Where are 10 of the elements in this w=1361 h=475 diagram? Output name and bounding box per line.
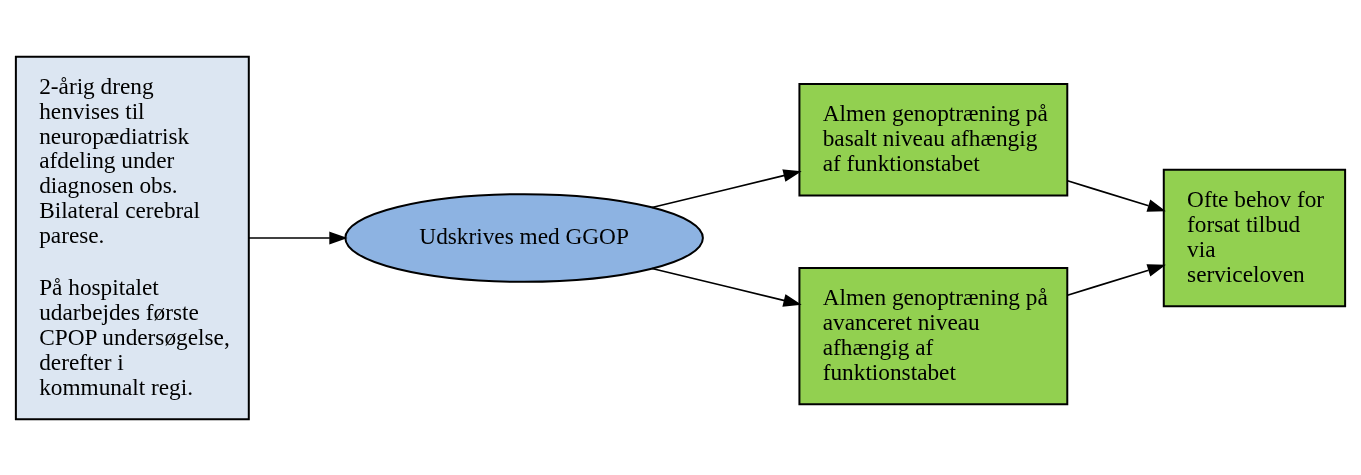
arrow	[651, 267, 802, 307]
node-box: Almen genoptræning på avanceret niveau afhængig af funktionstabet	[798, 266, 1069, 405]
arrow	[248, 231, 348, 244]
node-ellipse: Udskrives med GGOP	[344, 192, 704, 283]
arrow	[1066, 179, 1166, 212]
node-box: Ofte behov for forsat tilbud via serviceloven	[1162, 168, 1347, 307]
arrow	[651, 168, 802, 208]
arrow	[1066, 263, 1166, 296]
node-box: 2-årig dreng henvises til neuropædiatrisk afdeling under diagnosen obs. Bilateral cerebral parese. På hospitalet udarbejdes første CPOP undersøgelse, derefter i kommunalt regi.	[14, 55, 250, 420]
node-box: Almen genoptræning på basalt niveau afhængig af funktionstabet	[798, 82, 1069, 197]
